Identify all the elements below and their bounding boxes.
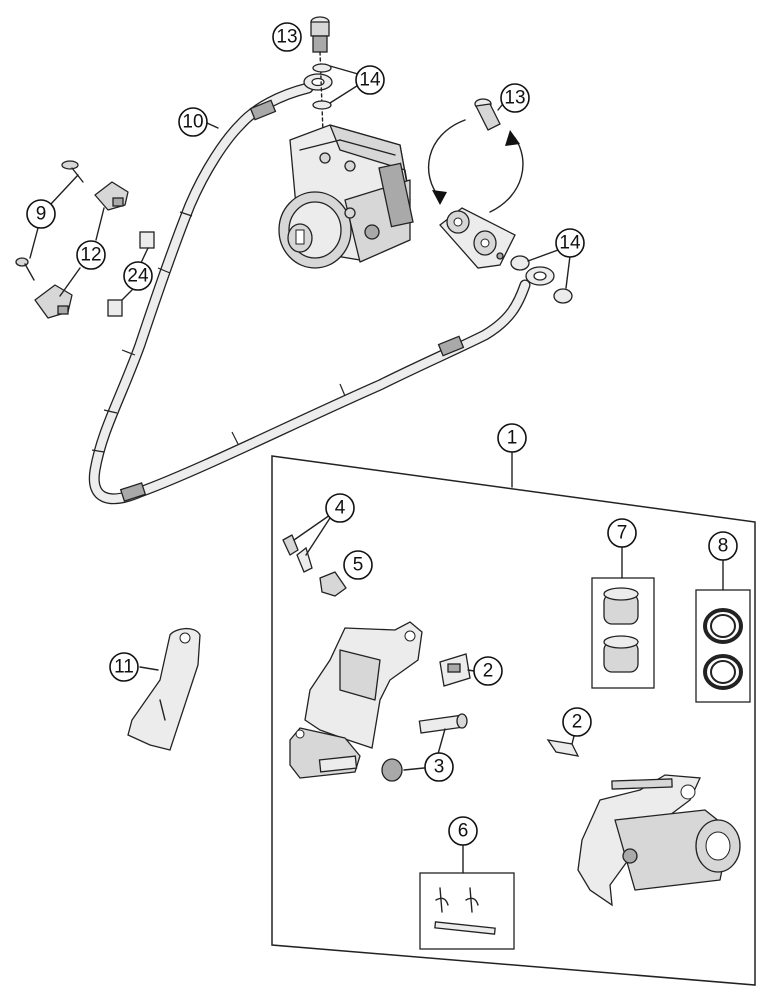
svg-text:14: 14 [559, 233, 581, 254]
callout-13-right: 13 [500, 83, 530, 113]
rotation-arrows [427, 119, 524, 213]
svg-text:6: 6 [458, 821, 469, 842]
svg-text:4: 4 [335, 498, 346, 519]
abs-modulator [278, 124, 414, 269]
caliper-kit-frame [271, 455, 756, 986]
svg-text:2: 2 [572, 712, 583, 733]
svg-text:7: 7 [617, 523, 628, 544]
svg-text:10: 10 [182, 112, 203, 133]
callout-12: 12 [76, 240, 106, 270]
callout-2-right: 2 [562, 707, 592, 737]
caliper-bracket [577, 774, 741, 907]
callout-4: 4 [325, 493, 355, 523]
callout-9: 9 [26, 199, 56, 229]
callout-14-top: 14 [355, 65, 385, 95]
brake-pad-plate [127, 627, 201, 751]
callout-24: 24 [123, 261, 153, 291]
svg-text:3: 3 [434, 757, 445, 778]
svg-text:13: 13 [276, 27, 297, 48]
bleeder-cap [319, 571, 347, 597]
callout-5: 5 [343, 550, 373, 580]
slide-pin [381, 713, 468, 782]
svg-text:9: 9 [36, 204, 47, 225]
svg-text:11: 11 [114, 657, 134, 678]
callout-8: 8 [708, 531, 738, 561]
callout-6: 6 [448, 816, 478, 846]
bleeder-screw [282, 534, 313, 573]
screw-9 [15, 160, 84, 281]
callout-14-right: 14 [555, 228, 585, 258]
seal-kit [695, 589, 751, 703]
callout-10: 10 [178, 107, 208, 137]
washer-top [312, 63, 332, 73]
svg-text:12: 12 [80, 245, 101, 266]
washer-right-1 [510, 255, 530, 271]
callout-3: 3 [424, 752, 454, 782]
pad-spring [439, 653, 580, 757]
pin-kit [419, 872, 515, 950]
svg-text:5: 5 [353, 555, 364, 576]
caliper-housing [289, 621, 423, 779]
callout-2-top: 2 [473, 656, 503, 686]
callout-7: 7 [607, 518, 637, 548]
callout-13-top: 13 [272, 22, 302, 52]
abs-port-detail [439, 207, 516, 269]
callout-11: 11 [109, 652, 139, 682]
brake-hose [88, 73, 555, 505]
piston-kit [591, 577, 655, 689]
svg-text:24: 24 [127, 266, 149, 287]
svg-text:13: 13 [504, 88, 525, 109]
svg-text:8: 8 [718, 536, 729, 557]
callout-1: 1 [497, 423, 527, 453]
svg-text:1: 1 [507, 428, 518, 449]
svg-text:2: 2 [483, 661, 494, 682]
washer-right-2 [553, 288, 573, 304]
svg-text:14: 14 [359, 70, 381, 91]
banjo-bolt-right [474, 98, 501, 131]
clip-24 [107, 231, 155, 317]
washer-lower [312, 100, 332, 110]
